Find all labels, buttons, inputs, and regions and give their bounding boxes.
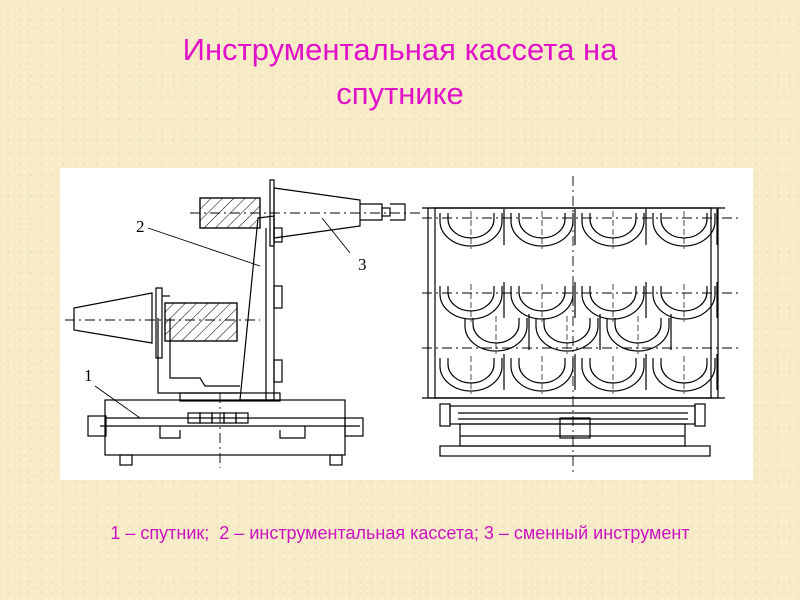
pocket-inner	[543, 318, 591, 344]
figure-caption: 1 – спутник; 2 – инструментальная кассет…	[0, 520, 800, 546]
pocket-outer	[581, 213, 645, 247]
pocket-outer	[581, 286, 645, 320]
tool-pockets	[439, 209, 718, 394]
pocket-inner	[589, 213, 637, 239]
pocket-inner	[660, 213, 708, 239]
pocket-outer	[652, 358, 716, 392]
callout-2: 2	[136, 217, 145, 236]
lower-tool	[73, 287, 238, 359]
pocket-outer	[439, 286, 503, 320]
callout-3: 3	[358, 255, 367, 274]
pocket-outer	[464, 318, 528, 352]
pocket-outer	[652, 213, 716, 247]
pocket-inner	[447, 213, 495, 239]
pocket-outer	[439, 358, 503, 392]
pocket-inner	[518, 286, 566, 312]
pocket-inner	[447, 286, 495, 312]
pocket-inner	[447, 358, 495, 384]
pocket-outer	[652, 286, 716, 320]
caption-item-3: 3 – сменный инструмент	[483, 523, 690, 543]
cassette-post	[157, 215, 283, 401]
pocket-inner	[614, 318, 662, 344]
front-center-lines	[422, 176, 740, 473]
pocket-outer	[439, 213, 503, 247]
pocket-outer	[510, 358, 574, 392]
pocket-outer	[535, 318, 599, 352]
caption-item-1: 1 – спутник;	[110, 523, 210, 543]
side-view: 2 3 1	[65, 179, 420, 468]
slide-title: Инструментальная кассета на спутнике	[0, 28, 800, 116]
pocket-inner	[589, 358, 637, 384]
pocket-outer	[510, 213, 574, 247]
pocket-inner	[472, 318, 520, 344]
pocket-inner	[660, 286, 708, 312]
callout-1: 1	[84, 366, 93, 385]
satellite-pallet	[87, 392, 364, 466]
pocket-inner	[518, 213, 566, 239]
front-base	[439, 403, 711, 457]
pocket-inner	[660, 358, 708, 384]
pocket-outer	[581, 358, 645, 392]
pocket-outer	[606, 318, 670, 352]
technical-drawing: 2 3 1	[65, 176, 740, 473]
pocket-inner	[589, 286, 637, 312]
pocket-inner	[518, 358, 566, 384]
callout-leaders	[94, 217, 351, 419]
caption-item-2: 2 – инструментальная кассета;	[219, 523, 479, 543]
center-lines	[65, 212, 420, 468]
caption-line-1: 1 – спутник; 2 – инструментальная кассет…	[110, 523, 484, 543]
title-line-1: Инструментальная кассета на	[182, 32, 618, 67]
pocket-outer	[510, 286, 574, 320]
technical-drawing-panel: 2 3 1	[60, 168, 753, 480]
title-line-2: спутнике	[336, 76, 464, 111]
front-view	[422, 176, 740, 473]
